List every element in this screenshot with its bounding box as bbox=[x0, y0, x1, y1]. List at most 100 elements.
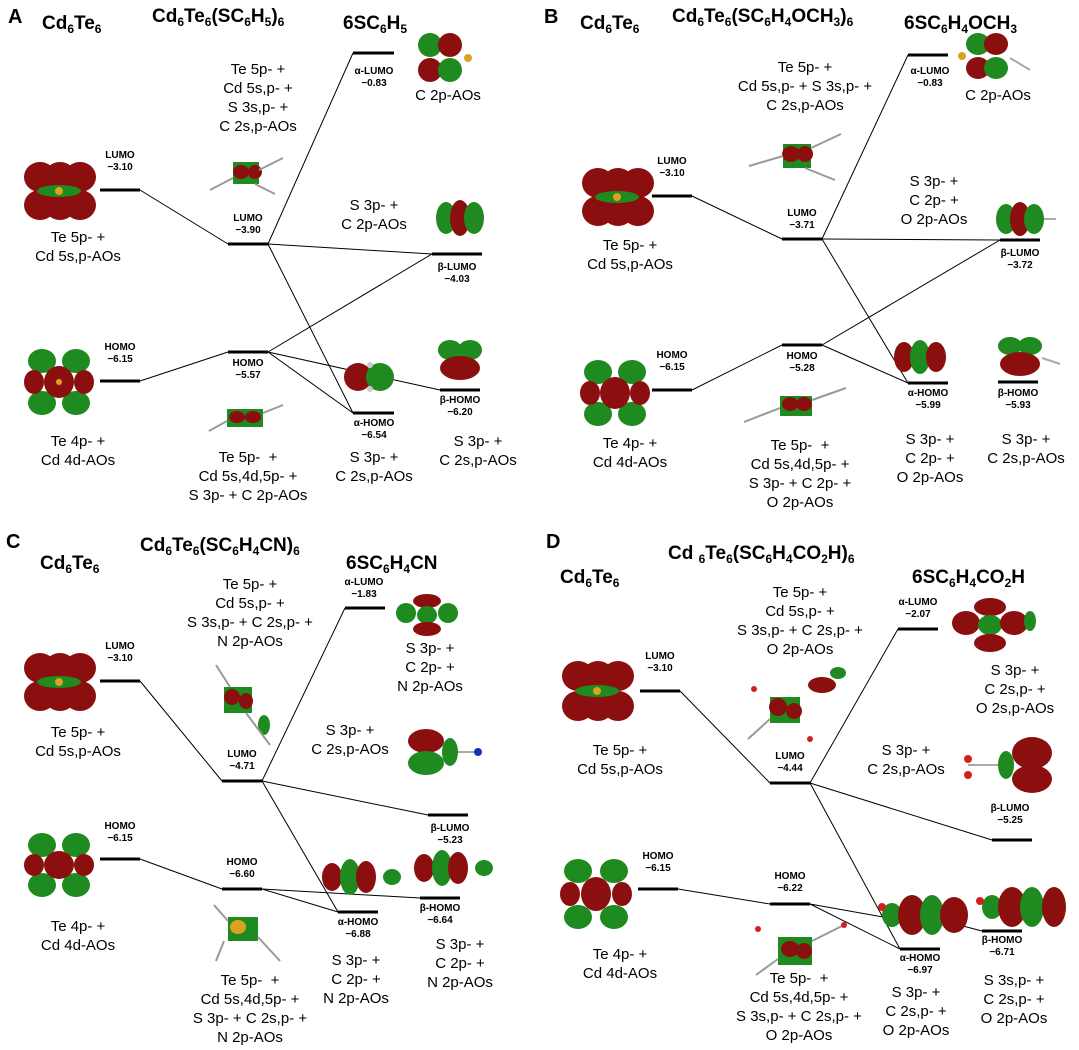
ligand-alpha-homo-label: α-HOMO−6.54 bbox=[353, 418, 395, 441]
complex-lumo-orbital-image bbox=[209, 157, 284, 195]
complex-lumo-label: LUMO−3.90 bbox=[233, 213, 263, 236]
complex-homo-orbital-image bbox=[743, 387, 847, 423]
complex-homo-orbital-image bbox=[208, 404, 284, 432]
ligand-beta-lumo-label: β-LUMO−5.25 bbox=[990, 803, 1030, 826]
ligand-beta-homo-orbital-image bbox=[998, 337, 1061, 376]
ligand-beta-homo-desc: S 3s,p- + C 2s,p- + O 2p-AOs bbox=[980, 972, 1048, 1027]
complex-homo-label: HOMO−5.57 bbox=[232, 358, 264, 381]
ligand-title: 6SC6H5 bbox=[343, 13, 408, 36]
cluster-lumo-desc: Te 5p- + Cd 5s,p-AOs bbox=[35, 229, 121, 265]
ligand-alpha-homo-orbital-image bbox=[878, 895, 968, 935]
ligand-alpha-homo-orbital-image bbox=[344, 362, 394, 392]
complex-homo-desc: Te 5p- + Cd 5s,4d,5p- + S 3s,p- + C 2s,p… bbox=[736, 970, 862, 1044]
cluster-title: Cd6Te6 bbox=[42, 13, 102, 36]
complex-lumo-label: LUMO−3.71 bbox=[787, 208, 817, 231]
cluster-homo-label: HOMO−6.15 bbox=[104, 821, 136, 844]
cluster-lumo-label: LUMO−3.10 bbox=[105, 150, 135, 173]
correlation-lines bbox=[652, 53, 1040, 392]
ligand-beta-lumo-orbital-image bbox=[408, 729, 482, 775]
complex-title: Cd6Te6(SC6H4OCH3)6 bbox=[672, 6, 854, 29]
cluster-lumo-label: LUMO−3.10 bbox=[645, 651, 675, 674]
correlation-lines bbox=[100, 606, 468, 914]
ligand-alpha-homo-label: α-HOMO−5.99 bbox=[907, 388, 949, 411]
complex-lumo-orbital-image bbox=[215, 664, 271, 746]
complex-homo-label: HOMO−6.60 bbox=[226, 857, 258, 880]
cluster-homo-desc: Te 4p- + Cd 4d-AOs bbox=[40, 918, 116, 954]
cluster-homo-orbital-image bbox=[560, 859, 632, 929]
cluster-homo-orbital-image bbox=[24, 349, 94, 415]
cluster-lumo-desc: Te 5p- + Cd 5s,p-AOs bbox=[35, 724, 121, 760]
ligand-alpha-homo-desc: S 3p- + C 2p- + O 2p-AOs bbox=[896, 431, 964, 486]
ligand-beta-lumo-desc: S 3p- + C 2s,p-AOs bbox=[311, 722, 389, 758]
ligand-beta-homo-label: β-HOMO−5.93 bbox=[997, 388, 1039, 411]
ligand-title: 6SC6H4CN bbox=[346, 553, 438, 576]
complex-homo-label: HOMO−5.28 bbox=[786, 351, 818, 374]
ligand-beta-homo-orbital-image bbox=[414, 850, 493, 886]
ligand-alpha-lumo-desc: C 2p-AOs bbox=[965, 87, 1031, 104]
panel-letter: B bbox=[544, 6, 559, 28]
ligand-beta-lumo-label: β-LUMO−5.23 bbox=[430, 823, 470, 846]
complex-homo-orbital-image bbox=[213, 904, 281, 962]
ligand-beta-lumo-orbital-image bbox=[964, 737, 1052, 793]
panel-letter: C bbox=[6, 531, 21, 553]
panel-c: C Cd6Te6 Cd6Te6(SC6H4CN)6 6SC6H4CN LUMO−… bbox=[0, 525, 539, 1050]
complex-lumo-orbital-image bbox=[747, 667, 846, 742]
ligand-beta-homo-label: β-HOMO−6.71 bbox=[981, 935, 1023, 958]
ligand-alpha-homo-orbital-image bbox=[322, 859, 401, 895]
ligand-beta-lumo-desc: S 3p- + C 2s,p-AOs bbox=[867, 742, 945, 778]
cluster-lumo-desc: Te 5p- + Cd 5s,p-AOs bbox=[587, 237, 673, 273]
cluster-lumo-orbital-image bbox=[582, 168, 654, 226]
complex-lumo-desc: Te 5p- + Cd 5s,p- + S 3s,p- + C 2s,p-AOs bbox=[219, 61, 297, 135]
panel-letter: D bbox=[546, 531, 561, 553]
ligand-beta-lumo-orbital-image bbox=[996, 202, 1056, 236]
cluster-homo-orbital-image bbox=[24, 833, 94, 897]
complex-homo-label: HOMO−6.22 bbox=[774, 871, 806, 894]
cluster-lumo-orbital-image bbox=[24, 162, 96, 220]
ligand-alpha-lumo-orbital-image bbox=[952, 598, 1036, 652]
panel-letter: A bbox=[8, 6, 23, 28]
ligand-alpha-lumo-orbital-image bbox=[418, 33, 472, 82]
cluster-lumo-label: LUMO−3.10 bbox=[657, 156, 687, 179]
ligand-alpha-homo-desc: S 3p- + C 2s,p-AOs bbox=[335, 449, 413, 485]
ligand-alpha-lumo-orbital-image bbox=[958, 33, 1031, 79]
ligand-beta-lumo-label: β-LUMO−4.03 bbox=[437, 262, 477, 285]
cluster-homo-desc: Te 4p- + Cd 4d-AOs bbox=[40, 433, 116, 469]
ligand-alpha-homo-orbital-image bbox=[894, 340, 946, 374]
ligand-alpha-homo-label: α-HOMO−6.97 bbox=[899, 953, 941, 976]
complex-homo-orbital-image bbox=[755, 922, 847, 976]
complex-lumo-desc: Te 5p- + Cd 5s,p- + S 3s,p- + C 2s,p-AOs bbox=[737, 59, 873, 114]
ligand-alpha-homo-desc: S 3p- + C 2s,p- + O 2p-AOs bbox=[882, 984, 950, 1039]
cluster-homo-orbital-image bbox=[580, 360, 650, 426]
ligand-alpha-lumo-label: α-LUMO−1.83 bbox=[344, 577, 384, 600]
complex-title: Cd 6Te6(SC6H4CO2H)6 bbox=[668, 543, 855, 566]
ligand-beta-lumo-orbital-image bbox=[436, 200, 484, 236]
ligand-beta-homo-orbital-image bbox=[438, 340, 482, 380]
complex-homo-desc: Te 5p- + Cd 5s,4d,5p- + S 3p- + C 2p-AOs bbox=[188, 449, 308, 504]
ligand-title: 6SC6H4OCH3 bbox=[904, 13, 1017, 36]
complex-homo-desc: Te 5p- + Cd 5s,4d,5p- + S 3p- + C 2s,p- … bbox=[192, 972, 308, 1046]
complex-homo-desc: Te 5p- + Cd 5s,4d,5p- + S 3p- + C 2p- + … bbox=[748, 437, 852, 511]
ligand-alpha-lumo-label: α-LUMO−2.07 bbox=[898, 597, 938, 620]
complex-lumo-label: LUMO−4.44 bbox=[775, 751, 805, 774]
cluster-title: Cd6Te6 bbox=[560, 567, 620, 590]
complex-title: Cd6Te6(SC6H4CN)6 bbox=[140, 535, 300, 558]
cluster-title: Cd6Te6 bbox=[580, 13, 640, 36]
cluster-lumo-orbital-image bbox=[24, 653, 96, 711]
ligand-beta-lumo-desc: S 3p- + C 2p- + O 2p-AOs bbox=[900, 173, 968, 228]
ligand-alpha-lumo-desc: S 3p- + C 2p- + N 2p-AOs bbox=[397, 640, 463, 695]
cluster-lumo-desc: Te 5p- + Cd 5s,p-AOs bbox=[577, 742, 663, 778]
ligand-beta-lumo-desc: S 3p- + C 2p-AOs bbox=[341, 197, 407, 233]
ligand-beta-homo-desc: S 3p- + C 2p- + N 2p-AOs bbox=[427, 936, 493, 991]
cluster-lumo-orbital-image bbox=[562, 661, 634, 721]
panel-b: B Cd6Te6 Cd6Te6(SC6H4OCH3)6 6SC6H4OCH3 L… bbox=[540, 0, 1079, 525]
ligand-alpha-lumo-label: α-LUMO−0.83 bbox=[910, 66, 950, 89]
ligand-alpha-homo-label: α-HOMO−6.88 bbox=[337, 917, 379, 940]
ligand-alpha-lumo-desc: C 2p-AOs bbox=[415, 87, 481, 104]
cluster-homo-label: HOMO−6.15 bbox=[642, 851, 674, 874]
ligand-beta-homo-desc: S 3p- + C 2s,p-AOs bbox=[987, 431, 1065, 467]
ligand-alpha-homo-desc: S 3p- + C 2p- + N 2p-AOs bbox=[323, 952, 389, 1007]
ligand-beta-homo-orbital-image bbox=[976, 887, 1066, 927]
panel-d: D Cd6Te6 Cd 6Te6(SC6H4CO2H)6 6SC6H4CO2H … bbox=[540, 525, 1079, 1050]
cluster-homo-label: HOMO−6.15 bbox=[104, 342, 136, 365]
ligand-title: 6SC6H4CO2H bbox=[912, 567, 1025, 590]
